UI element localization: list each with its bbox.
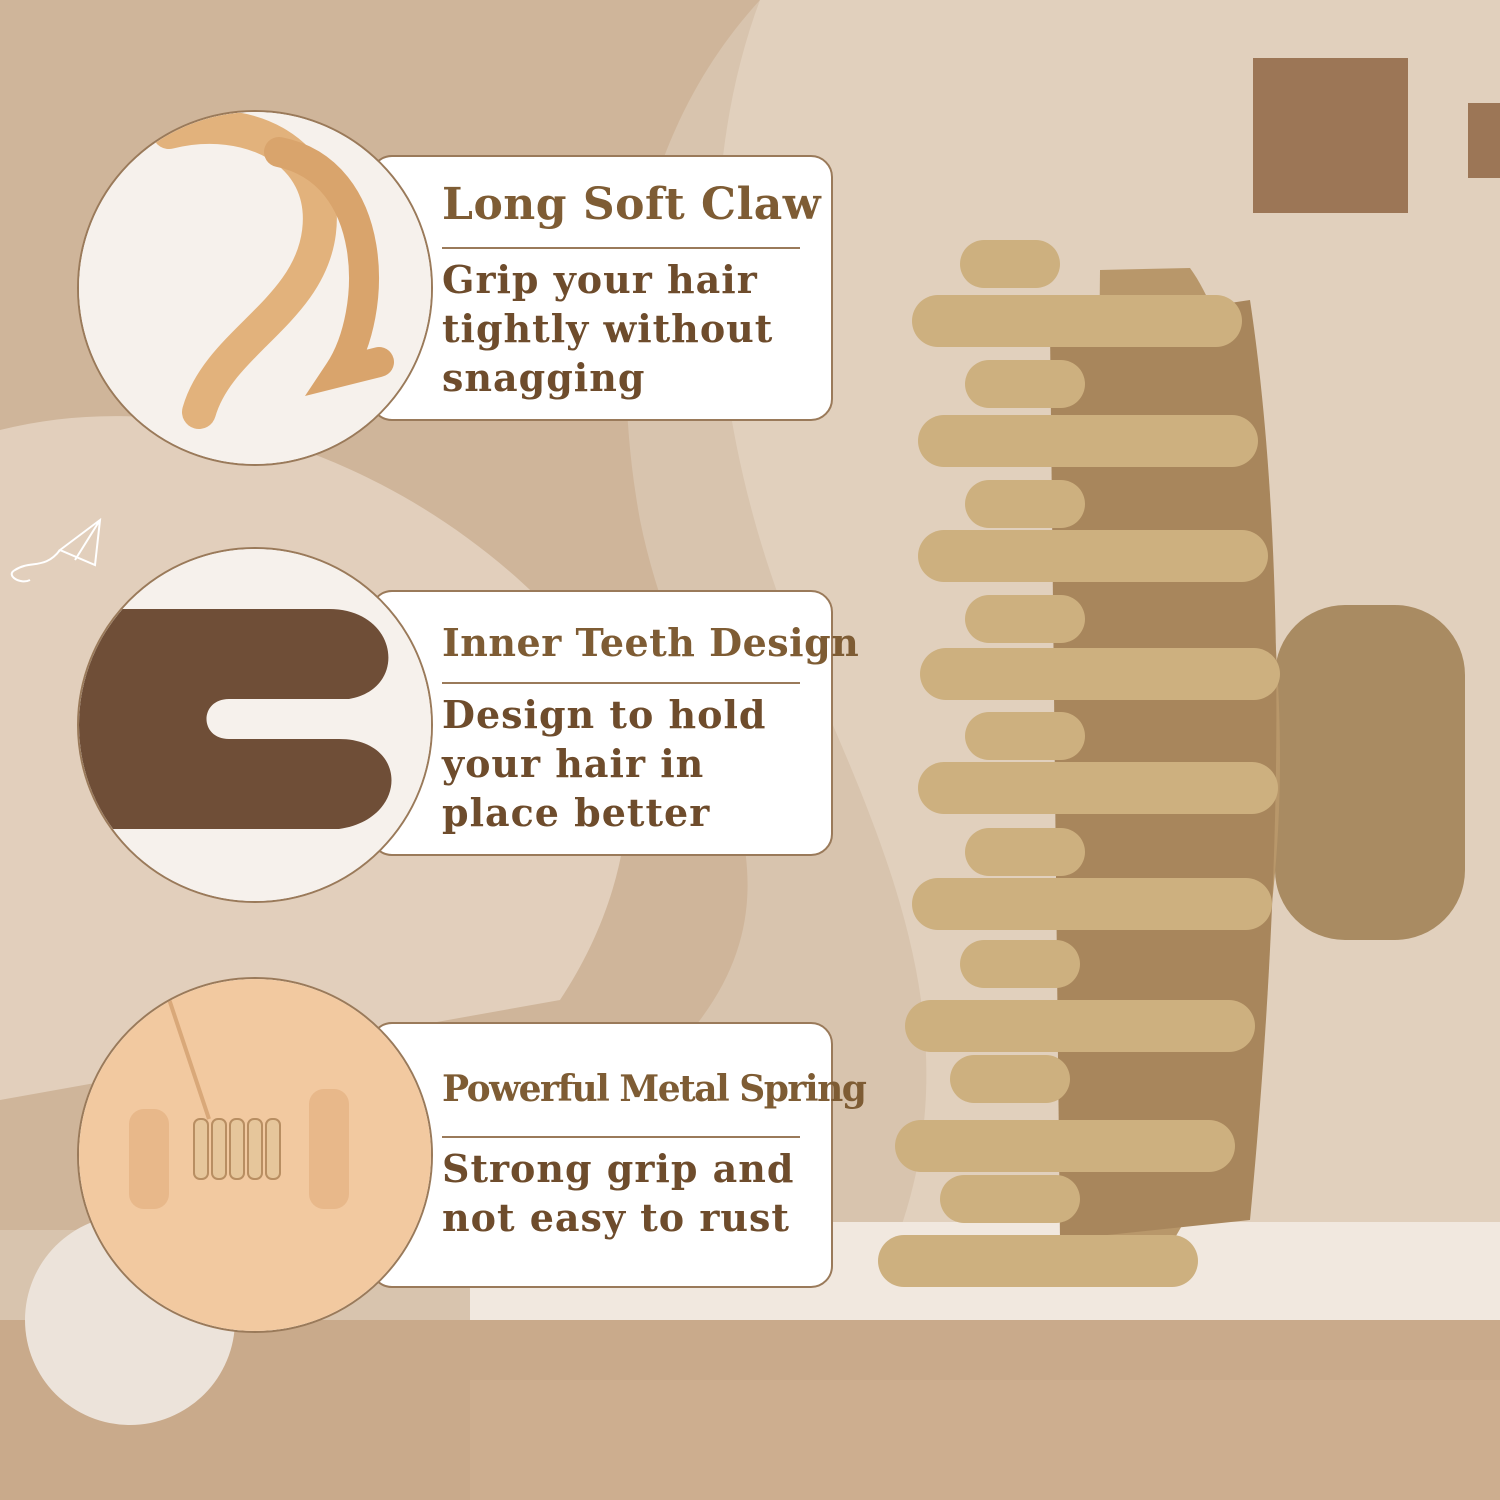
feature-title: Inner Teeth Design <box>442 620 860 665</box>
feature-card-inner-teeth: Inner Teeth Design Design to hold your h… <box>370 590 859 856</box>
description-line: place better <box>442 790 711 835</box>
feature-description: Grip your hair tightly without snagging <box>442 255 773 402</box>
decor-square <box>1253 58 1408 213</box>
description-line: tightly without <box>442 306 774 351</box>
claw-closeup-image <box>77 110 433 466</box>
feature-title: Long Soft Claw <box>442 179 822 230</box>
inner-teeth-closeup-image <box>77 547 433 903</box>
hair-claw-image <box>878 240 1465 1287</box>
description-line: Design to hold <box>442 692 767 737</box>
description-line: Strong grip and <box>442 1146 795 1191</box>
kite-icon <box>10 517 102 583</box>
feature-title: Powerful Metal Spring <box>442 1068 867 1110</box>
decor-square-small <box>1468 103 1500 178</box>
feature-description: Design to hold your hair in place better <box>442 690 767 837</box>
feature-card-long-soft-claw: Long Soft Claw Grip your hair tightly wi… <box>370 155 833 421</box>
spring-closeup-image <box>77 977 433 1333</box>
description-line: Grip your hair <box>442 257 758 302</box>
divider <box>442 682 800 684</box>
description-line: not easy to rust <box>442 1195 790 1240</box>
feature-description: Strong grip and not easy to rust <box>442 1144 794 1242</box>
divider <box>442 247 800 249</box>
description-line: your hair in <box>442 741 705 786</box>
divider <box>442 1136 800 1138</box>
feature-card-metal-spring: Powerful Metal Spring Strong grip and no… <box>370 1022 867 1288</box>
description-line: snagging <box>442 355 646 400</box>
